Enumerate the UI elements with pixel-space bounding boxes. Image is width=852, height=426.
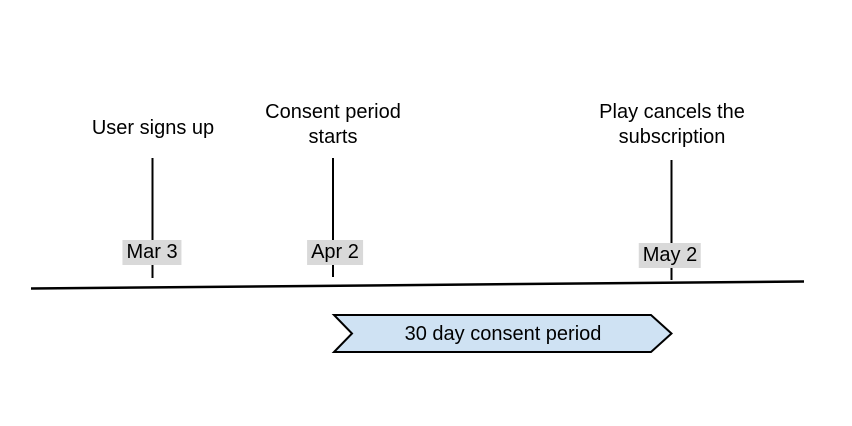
event-date-signup: Mar 3 [122, 240, 182, 265]
event-title-consent-start: Consent period starts [265, 101, 401, 148]
event-title-cancel: Play cancels the subscription [599, 101, 745, 148]
banner-label: 30 day consent period [404, 323, 602, 345]
timeline-axis [30, 280, 805, 290]
event-date-consent-start: Apr 2 [307, 240, 363, 265]
event-date-cancel: May 2 [638, 243, 702, 268]
consent-period-banner-shape [331, 314, 673, 353]
event-title-signup: User signs up [91, 117, 215, 139]
